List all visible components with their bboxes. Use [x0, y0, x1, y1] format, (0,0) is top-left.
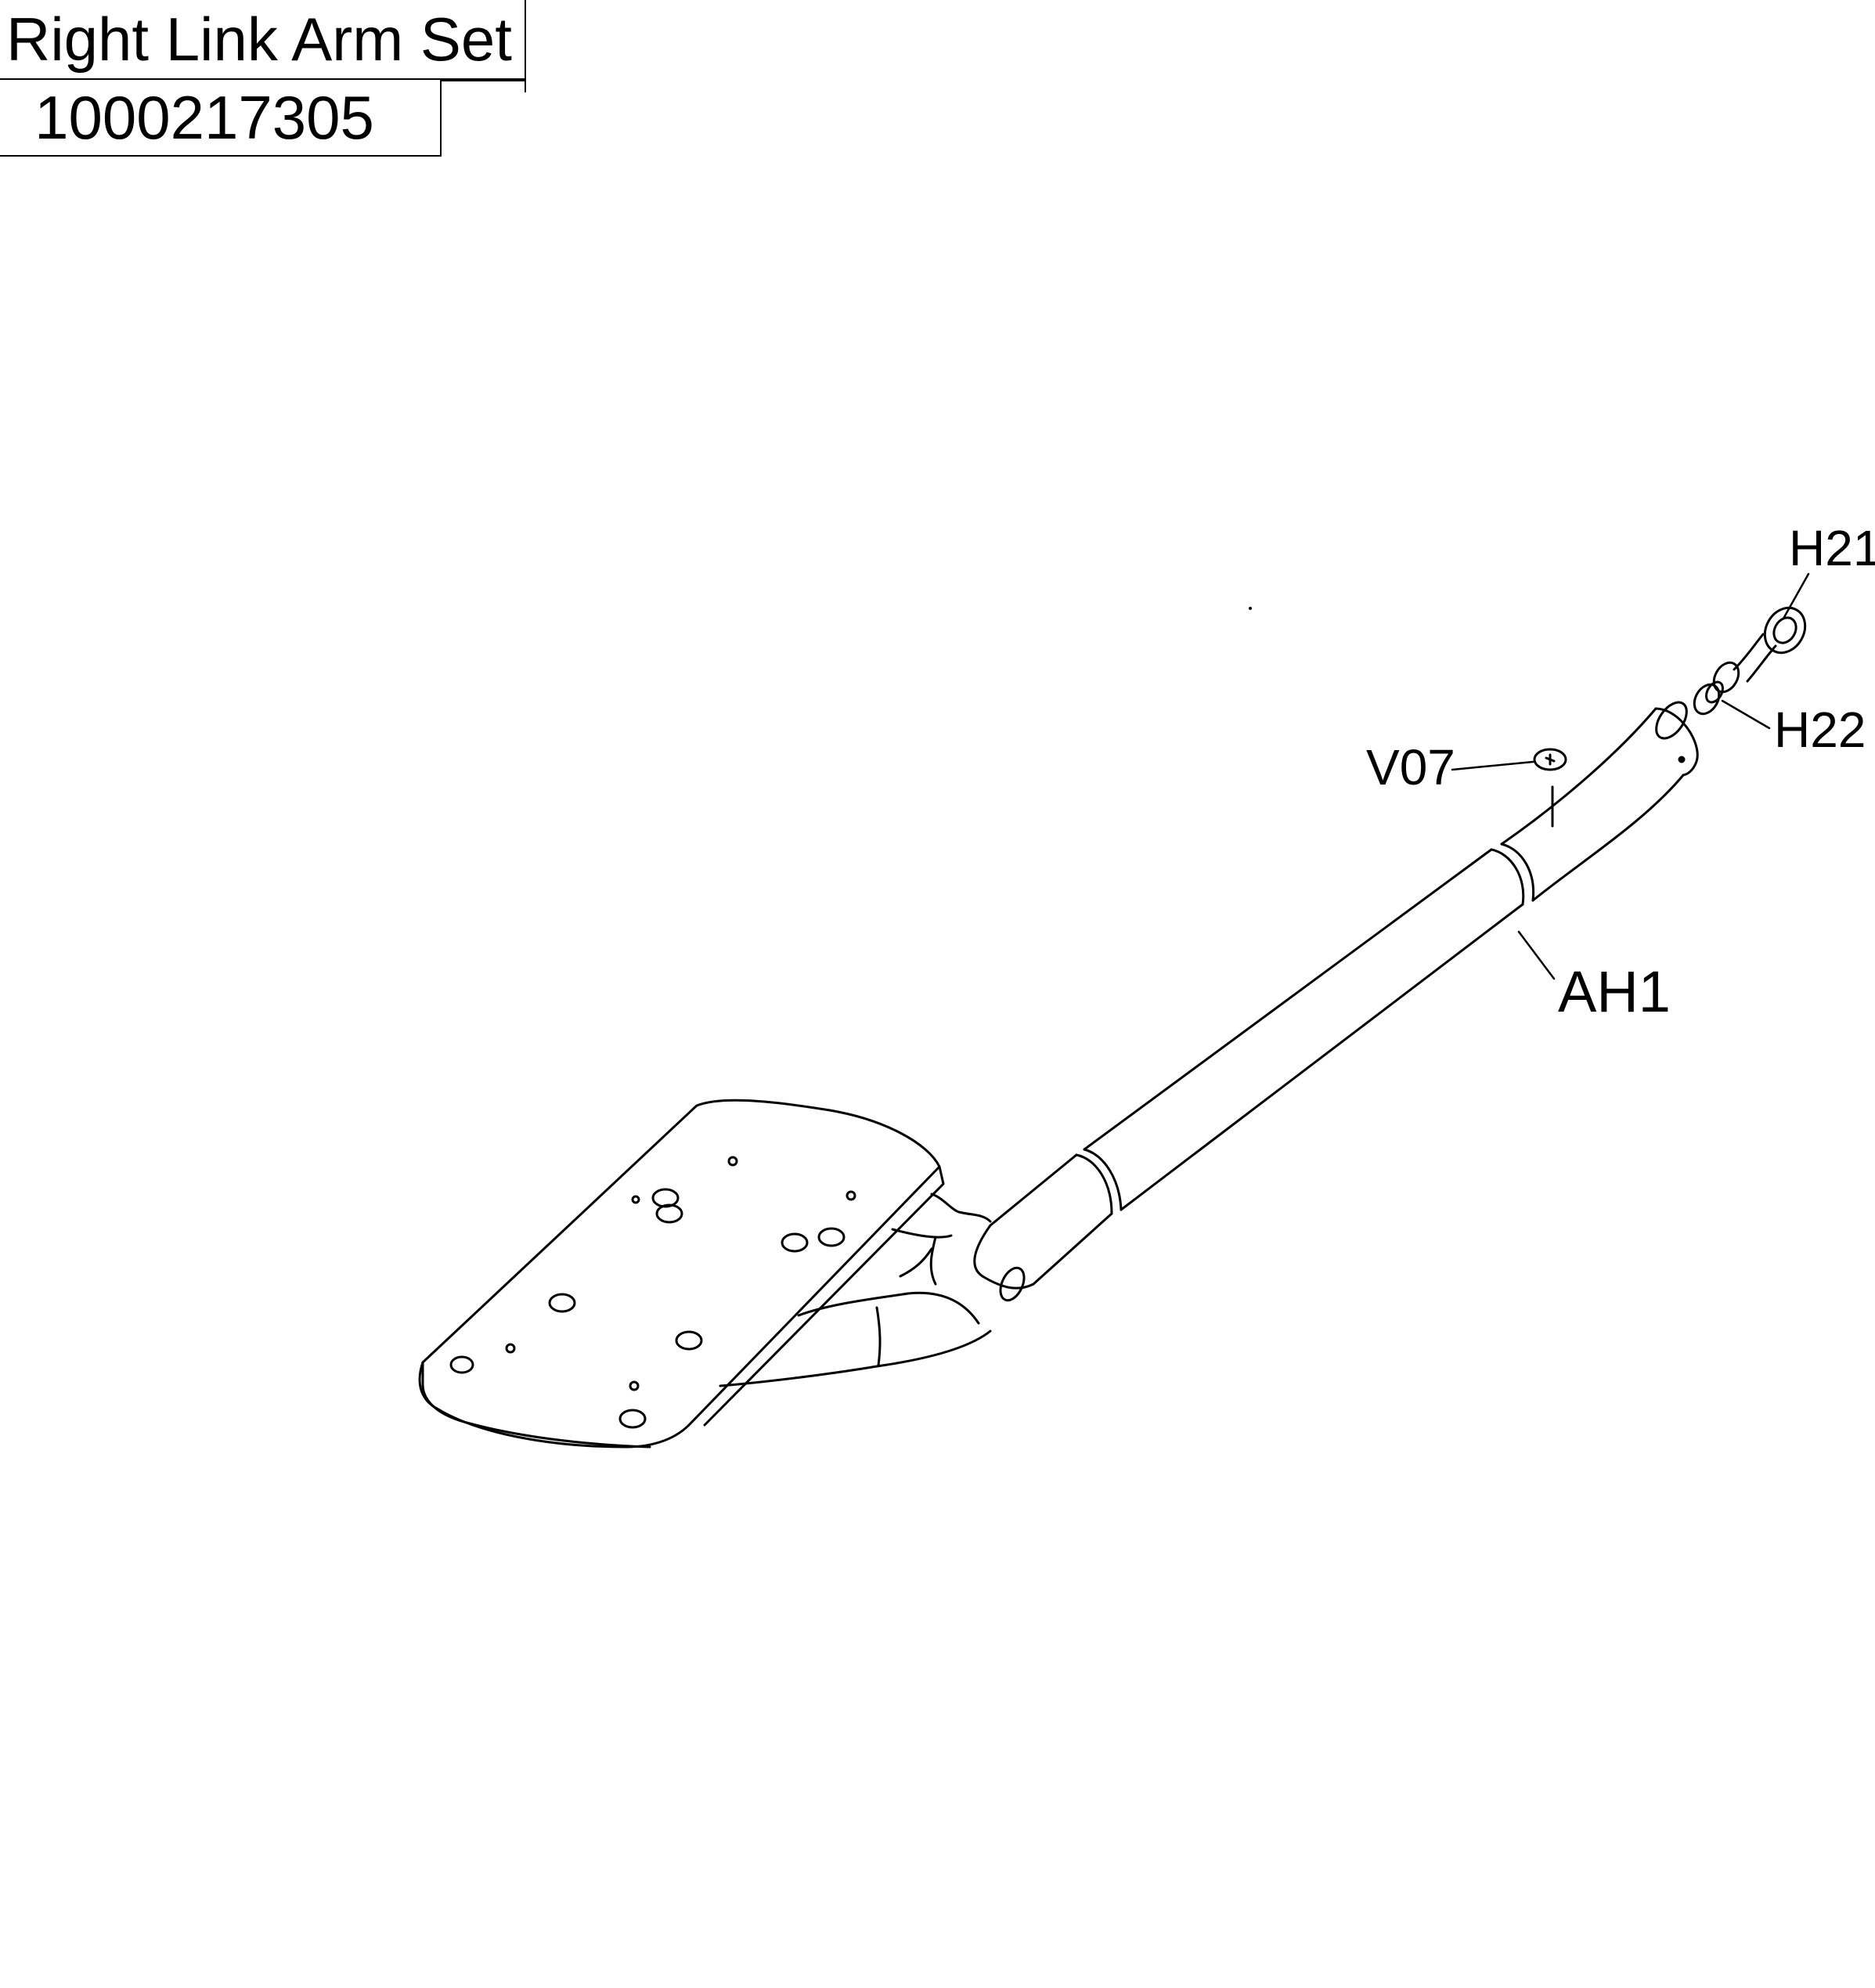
drawing-title: Right Link Arm Set [6, 5, 512, 74]
title-block-extension-line [442, 80, 526, 81]
callout-v07: V07 [1366, 739, 1455, 796]
stray-dot [1249, 607, 1252, 610]
label-disc [1533, 748, 1567, 771]
title-box: Right Link Arm Set [0, 0, 526, 80]
callout-h21: H21 [1789, 520, 1875, 576]
mounting-plate [418, 1099, 945, 1449]
leader-h22 [1721, 699, 1771, 730]
rod-end-hardware [1693, 606, 1807, 716]
main-arm-tube [973, 701, 1699, 1302]
leader-v07 [1451, 760, 1534, 771]
part-number: 1000217305 [34, 83, 374, 152]
callout-ah1: AH1 [1558, 959, 1671, 1024]
title-block-extension-tick [525, 78, 526, 92]
leader-h21 [1782, 572, 1810, 620]
part-number-box: 1000217305 [0, 80, 442, 157]
lower-bend-tube [719, 1192, 992, 1387]
callout-h22: H22 [1774, 702, 1866, 758]
leader-ah1 [1517, 930, 1556, 980]
leader-lines [1451, 572, 1810, 980]
